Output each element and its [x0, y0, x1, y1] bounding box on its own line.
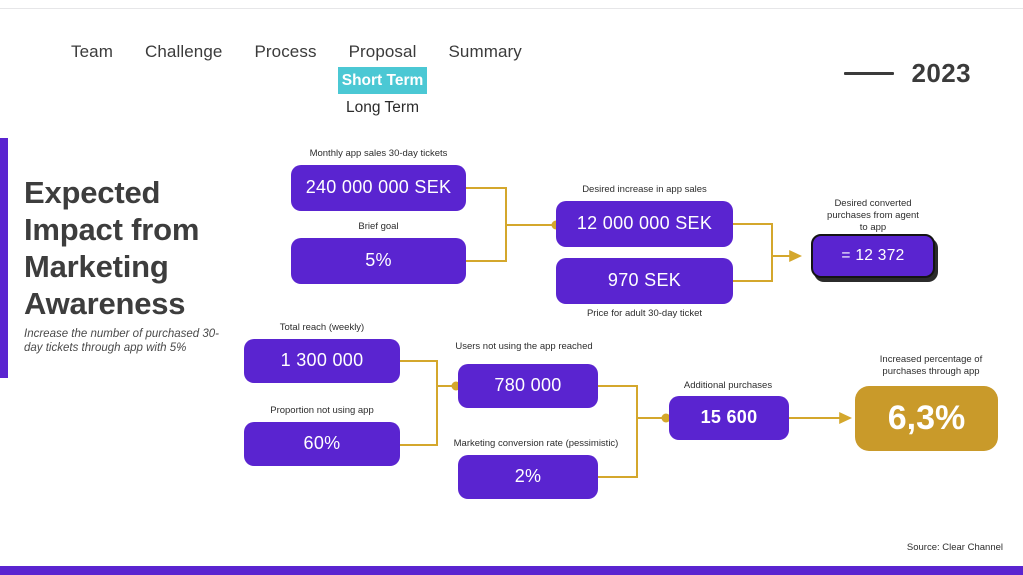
nav-item-summary[interactable]: Summary [448, 42, 522, 61]
nav-item-process[interactable]: Process [254, 42, 317, 61]
year-label-group: 2023 [843, 58, 971, 89]
nav-item-team[interactable]: Team [71, 42, 113, 61]
footer-accent-bar [0, 566, 1023, 575]
box-value: 6,3% [887, 398, 966, 437]
box-proportion-not-using-app[interactable]: 60% [244, 422, 400, 466]
box-users-not-using-app-reached[interactable]: 780 000 [458, 364, 598, 408]
caption-total-reach: Total reach (weekly) [279, 322, 365, 333]
caption-monthly-app-sales: Monthly app sales 30-day tickets [309, 148, 448, 159]
nav-subitem-short-term[interactable]: Short Term [337, 67, 428, 94]
left-accent-bar [0, 138, 8, 378]
caption-desired-converted-purchases: Desired converted purchases from agent t… [827, 198, 919, 233]
box-value: = 12 372 [841, 247, 905, 265]
box-total-reach[interactable]: 1 300 000 [244, 339, 400, 383]
box-value: 1 300 000 [280, 350, 364, 371]
box-value: 60% [303, 433, 341, 454]
footer-spacer [0, 562, 1023, 566]
box-brief-goal[interactable]: 5% [291, 238, 466, 284]
top-divider [0, 8, 1023, 9]
caption-adult-ticket-price: Price for adult 30-day ticket [586, 308, 703, 319]
caption-proportion-not-using-app: Proportion not using app [270, 405, 374, 416]
nav-item-challenge[interactable]: Challenge [144, 42, 223, 61]
box-desired-converted-purchases[interactable]: = 12 372 [811, 234, 935, 278]
box-adult-ticket-price[interactable]: 970 SEK [556, 258, 733, 304]
caption-additional-purchases: Additional purchases [683, 380, 773, 391]
box-value: 5% [365, 250, 392, 271]
source-label: Source: Clear Channel [906, 542, 1003, 553]
caption-users-not-using-app-reached: Users not using the app reached [455, 341, 593, 352]
nav-group-team: Team [55, 38, 129, 66]
connector-node-bottom-right [661, 413, 671, 423]
nav-item-proposal[interactable]: Proposal [348, 42, 417, 61]
nav-group-summary: Summary [432, 38, 537, 66]
slide-navigation: Team Challenge Process Proposal Short Te… [55, 38, 538, 120]
box-value: 12 000 000 SEK [576, 213, 713, 234]
page-subtitle: Increase the number of purchased 30-day … [24, 328, 219, 354]
box-value: 2% [514, 466, 542, 487]
box-value: 240 000 000 SEK [305, 177, 452, 198]
horizontal-rule-icon [843, 72, 894, 75]
page-title: Expected Impact from Marketing Awareness [24, 175, 200, 321]
nav-group-proposal: Proposal Short Term Long Term [333, 38, 433, 120]
box-monthly-app-sales[interactable]: 240 000 000 SEK [291, 165, 466, 211]
box-value: 780 000 [494, 375, 562, 396]
nav-subitem-long-term[interactable]: Long Term [346, 99, 419, 116]
caption-desired-increase: Desired increase in app sales [582, 184, 707, 195]
caption-increased-percentage: Increased percentage of purchases throug… [879, 354, 983, 377]
caption-brief-goal: Brief goal [358, 221, 399, 232]
box-value: 970 SEK [607, 270, 682, 291]
box-value: 15 600 [700, 407, 758, 428]
caption-marketing-conversion-rate: Marketing conversion rate (pessimistic) [453, 438, 619, 449]
nav-group-process: Process [238, 38, 332, 66]
nav-group-challenge: Challenge [129, 38, 238, 66]
box-desired-increase[interactable]: 12 000 000 SEK [556, 201, 733, 247]
box-additional-purchases[interactable]: 15 600 [669, 396, 789, 440]
box-marketing-conversion-rate[interactable]: 2% [458, 455, 598, 499]
year-label: 2023 [911, 58, 971, 88]
box-increased-percentage[interactable]: 6,3% [855, 386, 998, 451]
